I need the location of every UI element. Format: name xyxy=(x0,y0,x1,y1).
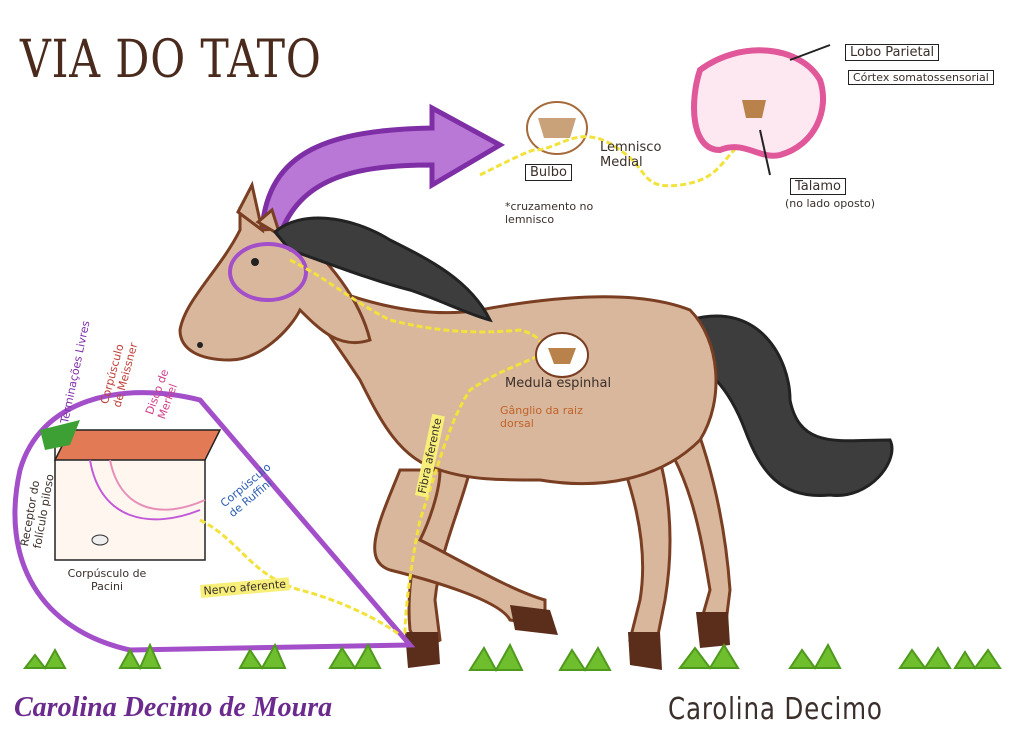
label-medula: Medula espinhal xyxy=(505,376,611,391)
label-cortex: Córtex somatossensorial xyxy=(848,70,994,85)
signature-left: Carolina Decimo de Moura xyxy=(14,692,332,724)
hoof xyxy=(510,605,558,635)
label-cruzamento: *cruzamento no lemnisco xyxy=(505,200,615,226)
thalamus-icon xyxy=(742,100,766,118)
label-talamo-note: (no lado oposto) xyxy=(785,197,895,210)
label-lobo-parietal: Lobo Parietal xyxy=(845,44,939,61)
label-pacini: Corpúsculo de Pacini xyxy=(62,567,152,593)
hoof xyxy=(405,632,440,668)
label-ganglio: Gânglio da raiz dorsal xyxy=(500,404,585,430)
medulla-detail xyxy=(538,118,576,138)
purple-arrow xyxy=(262,108,500,235)
signature-right: Carolina Decimo xyxy=(668,692,883,727)
horse-nostril xyxy=(197,342,203,348)
hoof xyxy=(628,632,662,670)
label-talamo: Talamo xyxy=(790,178,846,195)
label-bulbo: Bulbo xyxy=(525,164,572,181)
pacini-corpuscle xyxy=(92,535,108,545)
horse-eye xyxy=(251,258,259,266)
arrow-to-lobe xyxy=(790,45,830,60)
label-lemnisco-medial: Lemnisco Medial xyxy=(600,140,680,170)
horse-tail xyxy=(690,316,892,496)
hoof xyxy=(696,612,730,648)
skin-block xyxy=(55,445,205,560)
skin-epidermis xyxy=(55,430,220,460)
page-title: VIA DO TATO xyxy=(20,30,322,90)
